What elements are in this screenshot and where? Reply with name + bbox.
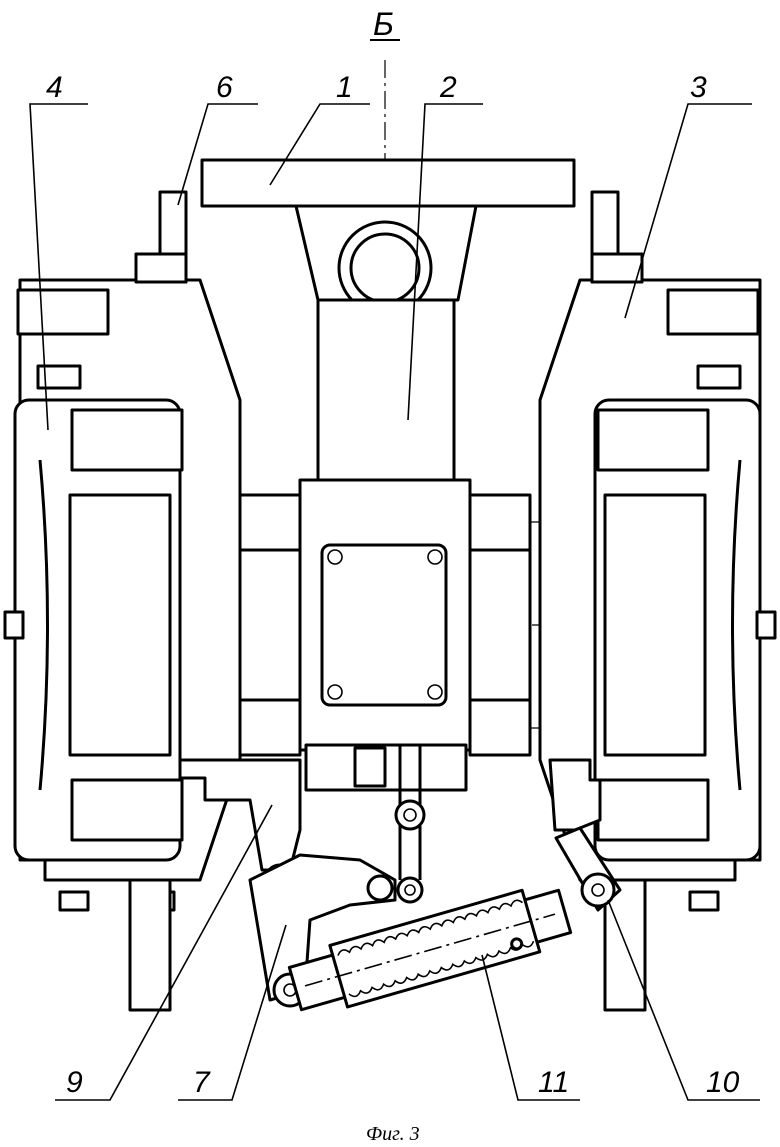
callout-labels: 1 2 3 4 6 7 9 10 11 (46, 71, 740, 1099)
callout-3: 3 (690, 71, 707, 104)
callout-10: 10 (706, 1066, 740, 1099)
view-label-text: Б (373, 6, 394, 42)
part-3-right-shoe (538, 190, 777, 1012)
figure-caption: Фиг. 3 (366, 1123, 420, 1145)
callout-7: 7 (193, 1066, 211, 1099)
callout-4: 4 (46, 71, 63, 104)
part-6-bracket (134, 190, 188, 284)
leader-lines (29, 103, 760, 1101)
callout-11: 11 (538, 1066, 569, 1099)
callout-6: 6 (216, 71, 233, 104)
part-10-right-lever (548, 758, 622, 912)
callout-9: 9 (66, 1066, 83, 1099)
callout-1: 1 (336, 71, 353, 104)
part-2-central-body (298, 298, 472, 904)
view-label: Б (370, 6, 400, 42)
part-4-left-shoe (3, 278, 242, 1012)
callout-2: 2 (439, 71, 457, 104)
part-1-handle (200, 158, 576, 337)
part-11-spring-cylinder (287, 888, 573, 1012)
inner-blocks (238, 493, 532, 757)
